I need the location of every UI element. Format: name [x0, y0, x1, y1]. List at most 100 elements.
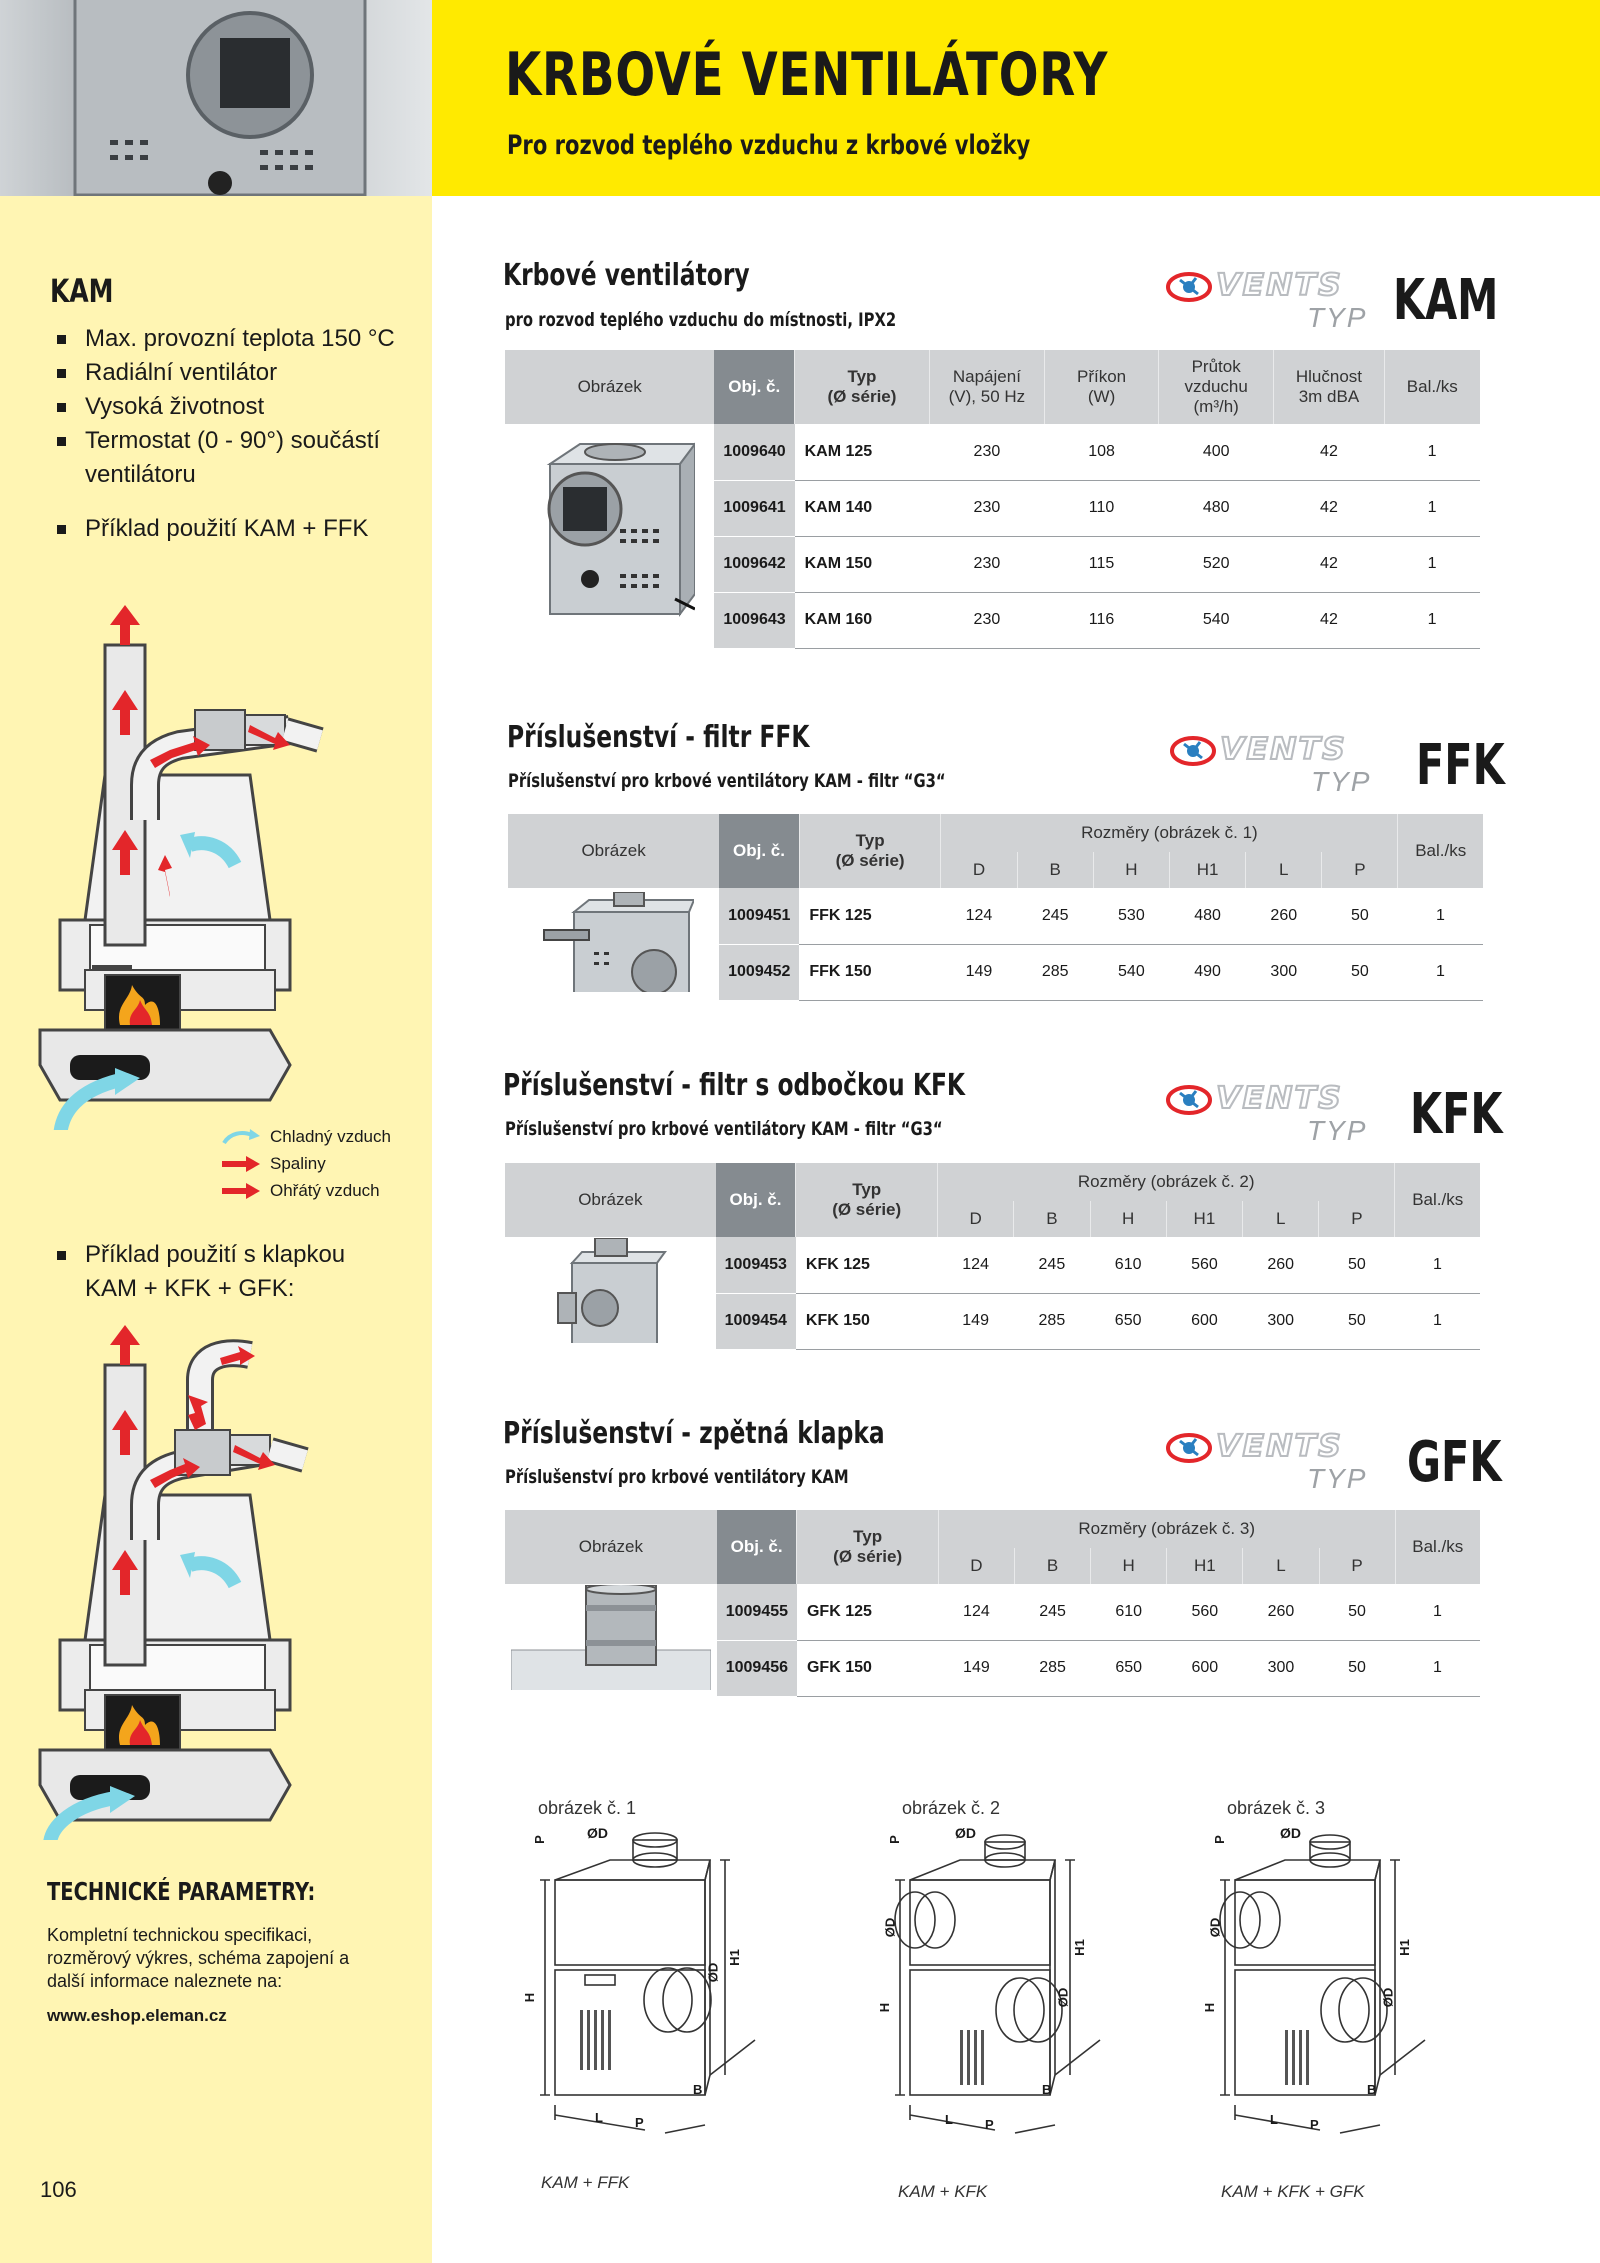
dim-label-od: ØD	[1380, 1987, 1396, 2008]
col-header-d: D	[936, 1201, 1014, 1237]
example-list: Příklad použití s klapkou KAM + KFK + GF…	[55, 1238, 385, 1306]
cell-obj: 1009642	[714, 536, 795, 593]
col-header-prikon: Příkon (W)	[1044, 350, 1159, 424]
section-subtitle-kam: pro rozvod teplého vzduchu do místnosti,…	[505, 309, 897, 331]
col-header-hlucnost: Hlučnost 3m dBA	[1273, 350, 1385, 424]
dim-label-p: P	[886, 1835, 902, 1844]
dim-label-b: B	[1042, 2082, 1052, 2097]
col-header-l: L	[1245, 852, 1322, 888]
ffk-filter-illustration	[542, 890, 696, 998]
ffk-product-image	[508, 888, 719, 1000]
cell-l: 260	[1242, 1237, 1319, 1294]
cell-typ: GFK 125	[796, 1584, 939, 1641]
dim-label-d: ØD	[587, 1825, 608, 1841]
legend-item-flue-gas: Spaliny	[222, 1150, 391, 1177]
col-header-h: H	[1090, 1548, 1167, 1584]
kfk-filter-illustration	[557, 1237, 668, 1349]
cell-d: 149	[937, 1293, 1014, 1350]
col-header-l: L	[1242, 1548, 1320, 1584]
section-title-gfk: Příslušenství - zpětná klapka	[503, 1416, 885, 1451]
legend-item-warm-air: Ohřátý vzduch	[222, 1177, 391, 1204]
cell-p: 50	[1318, 1237, 1395, 1294]
col-header-b: B	[1016, 852, 1094, 888]
cell-obj: 1009641	[714, 480, 795, 537]
table-row: 1009643 KAM 160 230 116 540 42 1	[505, 592, 1480, 649]
tech-params-text: Kompletní technickou specifikaci, rozměr…	[47, 1925, 350, 1991]
feature-item: Radiální ventilátor	[55, 356, 415, 390]
cell-h: 610	[1090, 1237, 1167, 1294]
cell-prikon: 115	[1044, 536, 1159, 593]
cell-napajeni: 230	[929, 592, 1045, 649]
col-header-p: P	[1318, 1548, 1396, 1584]
cell-napajeni: 230	[929, 536, 1045, 593]
cell-obj: 1009452	[719, 944, 800, 1001]
col-header-h1: H1	[1165, 1201, 1243, 1237]
eshop-link[interactable]: www.eshop.eleman.cz	[47, 2006, 227, 2025]
typ-label: TYP	[1307, 1115, 1368, 1146]
col-header-prutok: Průtok vzduchu (m³/h)	[1158, 350, 1274, 424]
col-header-typ: Typ (Ø série)	[796, 1510, 939, 1584]
gfk-product-table: Obrázek Obj. č. Typ (Ø série) Rozměry (o…	[505, 1510, 1480, 1697]
cell-h: 650	[1090, 1293, 1167, 1350]
cell-h: 530	[1093, 888, 1170, 945]
col-header-h: H	[1089, 1201, 1167, 1237]
col-header-rozmery: Rozměry (obrázek č. 3)	[937, 1510, 1396, 1548]
col-header-typ: Typ (Ø série)	[795, 1163, 938, 1237]
fireplace-diagram-kam-ffk	[38, 605, 324, 1130]
vents-fan-icon	[1166, 1433, 1212, 1463]
col-header-l: L	[1242, 1201, 1319, 1237]
dim-label-p2: P	[1310, 2117, 1319, 2132]
section-subtitle-ffk: Příslušenství pro krbové ventilátory KAM…	[508, 770, 946, 792]
table-row: 1009642 KAM 150 230 115 520 42 1	[505, 536, 1480, 593]
dim-label-d: ØD	[955, 1825, 976, 1841]
section-subtitle-kfk: Příslušenství pro krbové ventilátory KAM…	[505, 1118, 943, 1140]
product-code-kfk: KFK	[1410, 1082, 1503, 1147]
cell-b: 245	[1014, 1584, 1091, 1641]
cell-obj: 1009640	[714, 424, 795, 481]
page-subtitle: Pro rozvod teplého vzduchu z krbové vlož…	[507, 130, 1031, 161]
col-header-bal: Bal./ks	[1394, 1163, 1480, 1237]
cell-d: 124	[937, 1237, 1014, 1294]
col-header-bal: Bal./ks	[1397, 814, 1483, 888]
cell-h1: 600	[1166, 1293, 1243, 1350]
dim-label-od: ØD	[705, 1962, 721, 1983]
cell-obj: 1009451	[719, 888, 800, 945]
dim-label-p: P	[531, 1835, 547, 1844]
sidebar	[0, 196, 432, 2263]
cell-h: 540	[1093, 944, 1170, 1001]
cell-l: 260	[1242, 1584, 1320, 1641]
cell-h1: 490	[1169, 944, 1246, 1001]
cell-l: 300	[1242, 1640, 1320, 1697]
cell-bal: 1	[1397, 888, 1483, 945]
dim-label-b: B	[1367, 2082, 1377, 2097]
col-header-bal: Bal./ks	[1394, 1510, 1480, 1584]
col-header-h1: H1	[1168, 852, 1246, 888]
dim-label-l: L	[945, 2112, 953, 2127]
cell-d: 149	[938, 1640, 1015, 1697]
section-title-kfk: Příslušenství - filtr s odbočkou KFK	[503, 1068, 966, 1103]
cell-bal: 1	[1397, 944, 1483, 1001]
cell-hlucnost: 42	[1273, 592, 1385, 649]
example-item: Příklad použití KAM + FFK	[55, 512, 415, 546]
header-banner	[432, 0, 1600, 196]
cell-b: 245	[1013, 1237, 1091, 1294]
cell-obj: 1009453	[715, 1237, 796, 1294]
diagram-legend: Chladný vzduch Spaliny Ohřátý vzduch	[222, 1123, 391, 1204]
drawing-caption-2: obrázek č. 2	[902, 1798, 1001, 1818]
feature-list: Max. provozní teplota 150 °C Radiální ve…	[55, 322, 415, 546]
cell-b: 285	[1013, 1293, 1091, 1350]
col-header-rozmery: Rozměry (obrázek č. 1)	[940, 814, 1398, 852]
col-header-image: Obrázek	[505, 350, 715, 424]
dim-label-d: ØD	[1280, 1825, 1301, 1841]
cell-napajeni: 230	[929, 424, 1045, 481]
dim-label-od-side: ØD	[882, 1917, 898, 1938]
page-number: 106	[40, 2177, 77, 2202]
section-subtitle-gfk: Příslušenství pro krbové ventilátory KAM	[505, 1466, 849, 1488]
table-row: 1009456 GFK 150 149 285 650 600 300 50 1	[505, 1640, 1480, 1697]
dim-label-p2: P	[635, 2115, 644, 2130]
dim-label-h: H	[522, 1992, 538, 2003]
dim-label-h: H	[1202, 2002, 1218, 2013]
kam-product-table: Obrázek Obj. č. Typ (Ø série) Napájení (…	[505, 350, 1480, 649]
table-row: 1009453 KFK 125 124 245 610 560 260 50 1	[505, 1237, 1480, 1349]
vents-brand: VENTS	[1219, 731, 1347, 768]
